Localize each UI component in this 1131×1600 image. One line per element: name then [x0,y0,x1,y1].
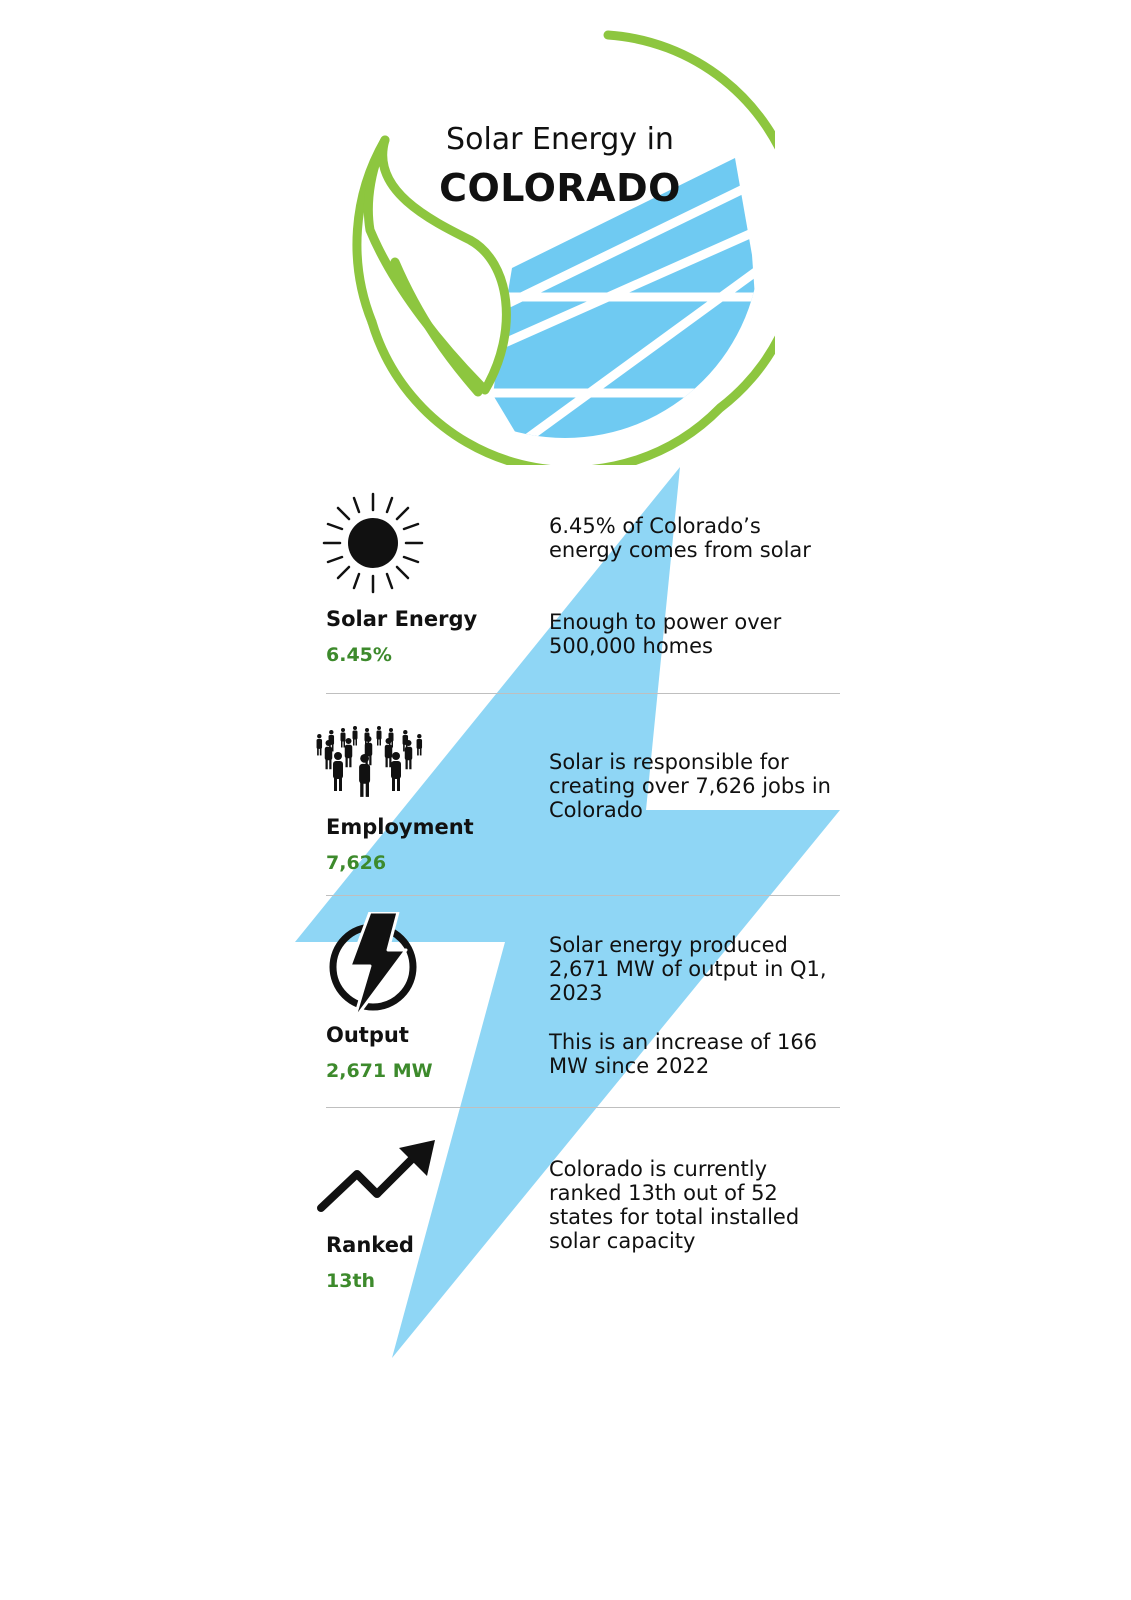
divider [326,1107,840,1108]
stat-value-output: 2,671 MW [326,1060,433,1082]
divider [326,693,840,694]
stat-desc-solar-energy-homes: Enough to power over 500,000 homes [549,610,782,658]
stat-label-ranked: Ranked [326,1233,414,1257]
stat-desc-solar-energy: 6.45% of Colorado’s energy comes from so… [549,514,811,562]
stat-value-employment: 7,626 [326,852,387,874]
stat-label-employment: Employment [326,815,474,839]
stat-label-output: Output [326,1023,409,1047]
stat-desc-output-increase: This is an increase of 166 MW since 2022 [549,1030,818,1078]
crowd-icon [316,726,423,797]
stat-desc-ranked: Colorado is currently ranked 13th out of… [549,1157,800,1253]
stat-value-ranked: 13th [326,1270,376,1292]
stat-desc-output: Solar energy produced 2,671 MW of output… [549,933,827,1005]
page-title-line1: Solar Energy in [446,122,674,157]
solar-leaf-logo [352,30,775,465]
lightning-bolt-icon [329,912,417,1020]
stat-label-solar-energy: Solar Energy [326,607,478,631]
divider [326,895,840,896]
trend-up-arrow-icon [317,1140,435,1212]
stat-desc-employment: Solar is responsible for creating over 7… [549,750,831,822]
stat-value-solar-energy: 6.45% [326,644,392,666]
page-title-line2: COLORADO [439,166,681,210]
sun-icon [322,492,424,594]
